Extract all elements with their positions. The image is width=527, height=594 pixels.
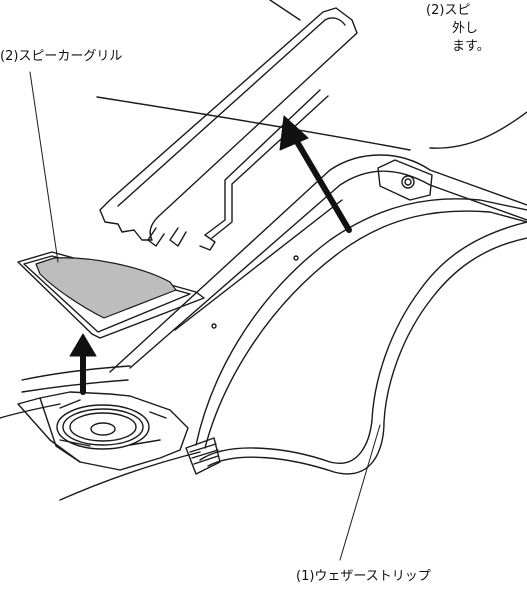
removal-arrows — [69, 115, 352, 395]
pillar-garnish — [99, 0, 358, 251]
speaker-grille-label: (2)スピーカーグリル — [0, 49, 123, 64]
leader-grille — [29, 71, 59, 263]
note-line-1: (2)スピ — [426, 3, 471, 18]
arrow-up-garnish — [279, 115, 352, 233]
note-line-3: ます。 — [452, 39, 490, 54]
weather-strip — [185, 221, 527, 475]
weather-strip-label: (1)ウェザーストリップ — [296, 569, 431, 584]
pillar-structure — [109, 154, 527, 449]
speaker-grille — [17, 251, 205, 339]
arrow-up-grille — [69, 333, 97, 395]
leader-lines — [29, 71, 381, 561]
grille-mesh — [35, 257, 177, 319]
instruction-note: (2)スピ 外し ます。 — [426, 2, 490, 56]
leader-weather — [339, 424, 381, 561]
door-speaker — [17, 391, 189, 471]
door-panel-body — [0, 96, 527, 501]
note-line-2: 外し — [452, 21, 479, 36]
mount-boss — [211, 159, 433, 329]
